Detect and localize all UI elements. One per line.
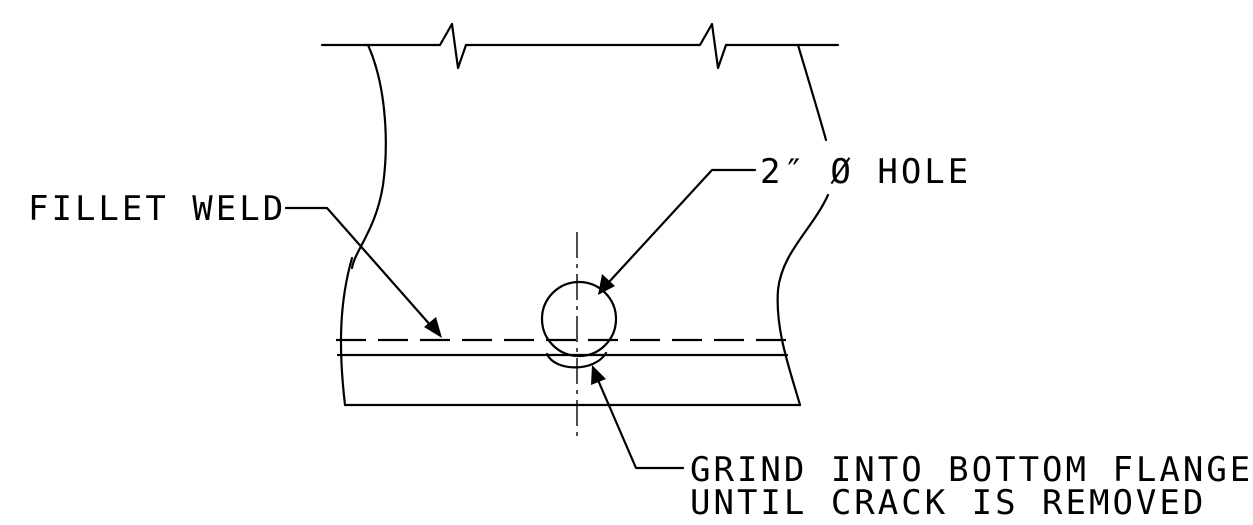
right-break-edge-upper xyxy=(796,43,828,142)
right-break-edge xyxy=(776,193,830,407)
fillet-weld-leader xyxy=(284,206,434,329)
grind-arrowhead xyxy=(591,365,606,385)
hole-label: 2″ Ø HOLE xyxy=(760,152,971,192)
fillet-weld-label: FILLET WELD xyxy=(28,189,286,229)
hole-arrowhead xyxy=(598,274,615,295)
grind-leader xyxy=(596,378,685,470)
grind-label-line1: GRIND INTO BOTTOM FLANGE xyxy=(690,450,1253,490)
grind-label-line2: UNTIL CRACK IS REMOVED xyxy=(690,483,1206,523)
hole-leader xyxy=(607,168,757,284)
left-break-edge xyxy=(350,43,387,270)
left-break-edge-lower xyxy=(339,256,354,407)
top-edge-break-line xyxy=(320,22,840,70)
drilled-hole xyxy=(540,280,618,358)
grind-area-arc xyxy=(545,351,608,369)
fillet-weld-arrowhead xyxy=(424,317,442,338)
